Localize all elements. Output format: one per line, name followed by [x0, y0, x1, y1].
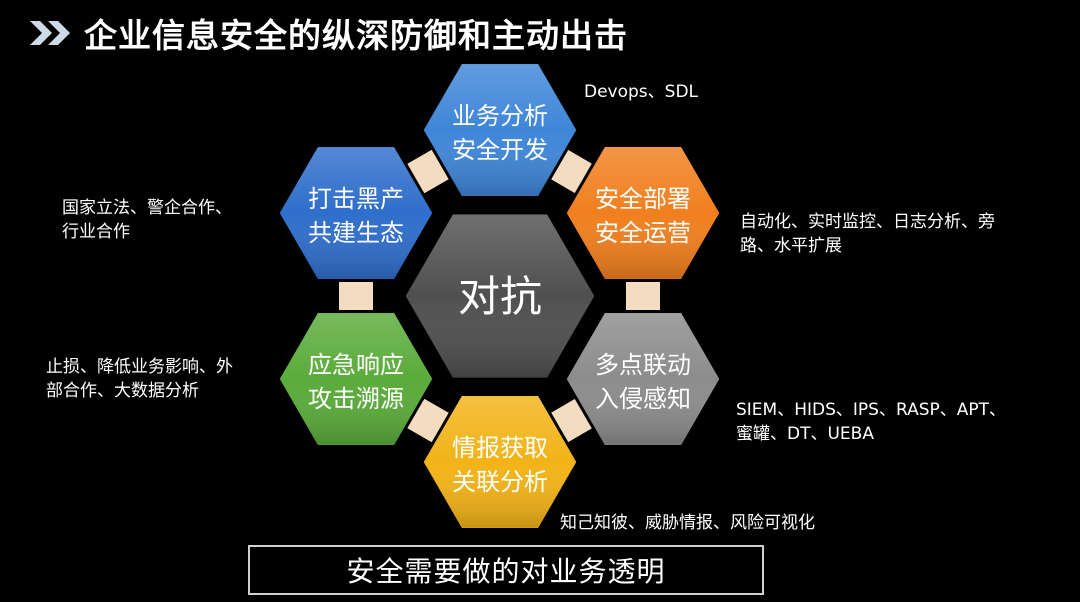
page-title: 企业信息安全的纵深防御和主动出击	[84, 16, 628, 55]
annotation-line: 路、水平扩展	[740, 236, 842, 256]
hex-upper-left-label-2: 共建生态	[308, 219, 404, 247]
hex-lower-left-label-1: 应急响应	[308, 351, 404, 379]
hex-lower-right-label-1: 多点联动	[595, 351, 691, 379]
hex-upper-right-shade	[567, 147, 719, 279]
annotation-line: 部合作、大数据分析	[46, 381, 199, 401]
hex-lower-right-label-2: 入侵感知	[595, 385, 691, 413]
hex-upper-left-shade	[280, 147, 432, 279]
center-hex-shade	[406, 214, 594, 378]
hex-upper-left-label-1: 打击黑产	[308, 185, 404, 213]
hex-bottom-label-1: 情报获取	[452, 434, 548, 462]
annotation-line: 止损、降低业务影响、外	[46, 357, 233, 377]
double-chevron-icon	[30, 21, 70, 45]
annotation-top: Devops、SDL	[584, 80, 698, 104]
annotation-upper-right: 自动化、实时监控、日志分析、旁 路、水平扩展	[740, 210, 995, 258]
hex-upper-right-label-1: 安全部署	[595, 185, 691, 213]
annotation-line: Devops、SDL	[584, 82, 699, 102]
center-hex: 对抗	[402, 211, 598, 381]
hex-lower-right-shade	[567, 313, 719, 445]
hex-bottom-label-2: 关联分析	[452, 468, 548, 496]
annotation-line: SIEM、HIDS、IPS、RASP、APT、	[736, 400, 1007, 420]
hex-bottom-shade	[424, 396, 576, 528]
annotation-lower-left: 止损、降低业务影响、外 部合作、大数据分析	[46, 355, 233, 403]
annotation-line: 行业合作	[62, 222, 130, 242]
hex-upper-right-label-2: 安全运营	[595, 219, 691, 247]
annotation-line: 知己知彼、威胁情报、风险可视化	[560, 513, 815, 533]
hex-lower-left-label-2: 攻击溯源	[308, 385, 404, 413]
hex-top-label-2: 安全开发	[452, 136, 548, 164]
hex-group: 对抗业务分析安全开发安全部署安全运营多点联动入侵感知情报获取关联分析应急响应攻击…	[276, 61, 723, 531]
hex-lower-left-shade	[280, 313, 432, 445]
annotation-line: 国家立法、警企合作、	[62, 198, 232, 218]
hex-top-label-1: 业务分析	[452, 102, 548, 130]
annotation-line: 蜜罐、DT、UEBA	[736, 424, 874, 444]
hex-top-shade	[424, 64, 576, 196]
title-row: 企业信息安全的纵深防御和主动出击	[28, 10, 628, 56]
annotation-upper-left: 国家立法、警企合作、 行业合作	[62, 196, 232, 244]
center-label: 对抗	[458, 272, 542, 321]
annotation-lower-right: SIEM、HIDS、IPS、RASP、APT、 蜜罐、DT、UEBA	[736, 398, 1006, 446]
annotation-bottom: 知己知彼、威胁情报、风险可视化	[560, 511, 815, 535]
footer-banner: 安全需要做的对业务透明	[248, 545, 764, 595]
annotation-line: 自动化、实时监控、日志分析、旁	[740, 212, 995, 232]
